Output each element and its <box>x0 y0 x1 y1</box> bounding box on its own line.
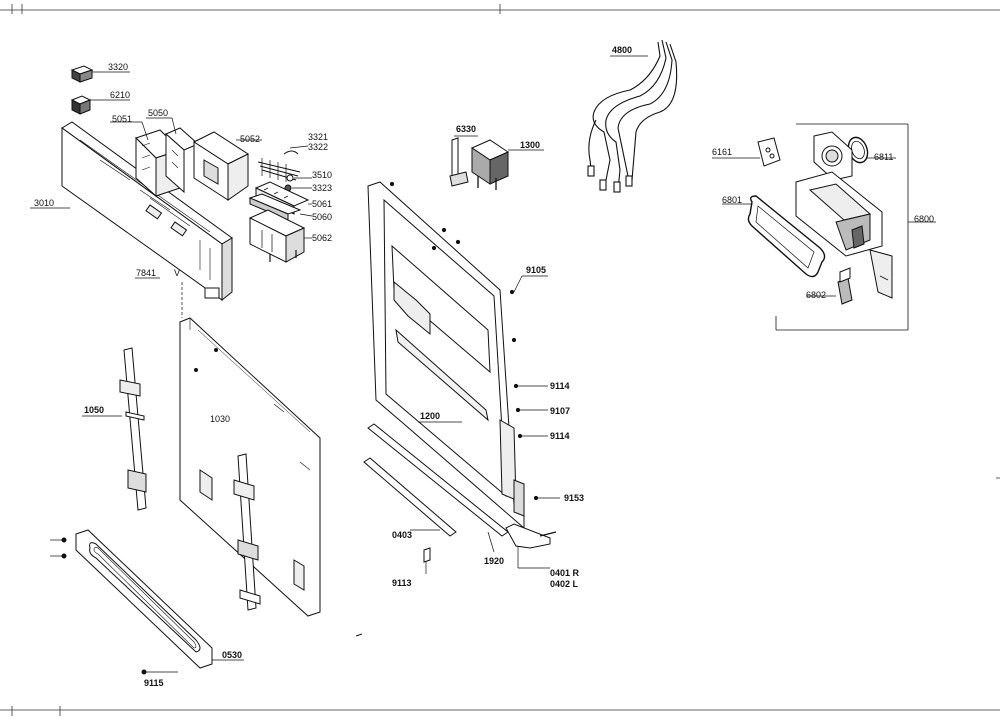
part-4800-wiring-harness <box>587 39 678 193</box>
label-6801: 6801 <box>722 195 742 205</box>
label-1920: 1920 <box>484 556 504 566</box>
label-6802: 6802 <box>806 290 826 300</box>
part-1300-lock <box>470 139 544 190</box>
label-5051: 5051 <box>112 114 132 124</box>
label-6811: 6811 <box>874 152 893 162</box>
label-1030: 1030 <box>210 414 230 424</box>
label-9115: 9115 <box>144 678 164 688</box>
dispenser-group-bracket <box>775 123 936 331</box>
part-1030-outer-panel <box>179 317 321 617</box>
label-3320: 3320 <box>108 62 128 72</box>
label-9114-lower: 9114 <box>550 431 570 441</box>
part-1200-inner-door <box>367 181 539 530</box>
label-9113: 9113 <box>392 578 412 588</box>
label-3322: 3322 <box>308 142 328 152</box>
label-3010: 3010 <box>34 198 54 208</box>
part-3323-clip <box>284 184 312 192</box>
part-6800-dispenser <box>795 131 893 299</box>
label-1200: 1200 <box>420 411 440 421</box>
label-7841-v: V <box>174 268 180 278</box>
label-5061: 5061 <box>312 199 332 209</box>
label-9107: 9107 <box>550 406 570 416</box>
part-5052-housing <box>192 131 262 201</box>
part-6801-gasket <box>722 195 826 278</box>
part-6802-actuator <box>806 267 853 305</box>
part-3510-screw <box>286 174 312 182</box>
part-6210-switch <box>70 95 130 115</box>
door-leaders <box>418 275 560 499</box>
part-5062-module <box>248 209 312 263</box>
leader-7841 <box>135 277 183 318</box>
label-1050: 1050 <box>84 405 104 415</box>
sheet-frame <box>0 4 1000 716</box>
part-1050-hinge-bar <box>82 347 147 511</box>
label-4800: 4800 <box>612 45 632 55</box>
part-6161-cover <box>712 137 781 167</box>
label-0403: 0403 <box>392 530 412 540</box>
label-6210: 6210 <box>110 90 130 100</box>
label-5050: 5050 <box>148 108 168 118</box>
part-0403-gasket <box>363 457 457 537</box>
label-0401-r: 0401 R <box>550 568 580 578</box>
part-9113-pin <box>423 547 431 574</box>
label-1300: 1300 <box>520 140 540 150</box>
part-labels: 3320 6210 5050 5051 5052 3321 3322 3510 … <box>34 45 934 688</box>
part-3321-spring <box>257 145 309 182</box>
label-5052: 5052 <box>240 134 260 144</box>
label-6330: 6330 <box>456 124 476 134</box>
label-9153: 9153 <box>564 493 584 503</box>
part-6330-bracket <box>449 135 478 187</box>
label-7841: 7841 <box>136 268 156 278</box>
label-6800: 6800 <box>914 214 934 224</box>
label-5060: 5060 <box>312 212 332 222</box>
part-5050-board <box>146 117 199 194</box>
part-0530-seal-frame <box>75 529 244 669</box>
label-6161: 6161 <box>712 147 732 157</box>
label-3510: 3510 <box>312 170 332 180</box>
label-5062: 5062 <box>312 233 332 243</box>
part-1050-second-hinge <box>233 453 261 611</box>
label-0402-l: 0402 L <box>550 579 579 589</box>
stray-mark <box>355 633 363 637</box>
label-9114-upper: 9114 <box>550 381 570 391</box>
part-9115-screws <box>50 537 178 675</box>
part-0401-0402-hinge-arm <box>505 523 557 569</box>
label-9105: 9105 <box>526 265 546 275</box>
part-3320-knob <box>70 65 130 83</box>
label-3321: 3321 <box>308 132 328 142</box>
label-3323: 3323 <box>312 183 332 193</box>
label-0530: 0530 <box>222 650 242 660</box>
